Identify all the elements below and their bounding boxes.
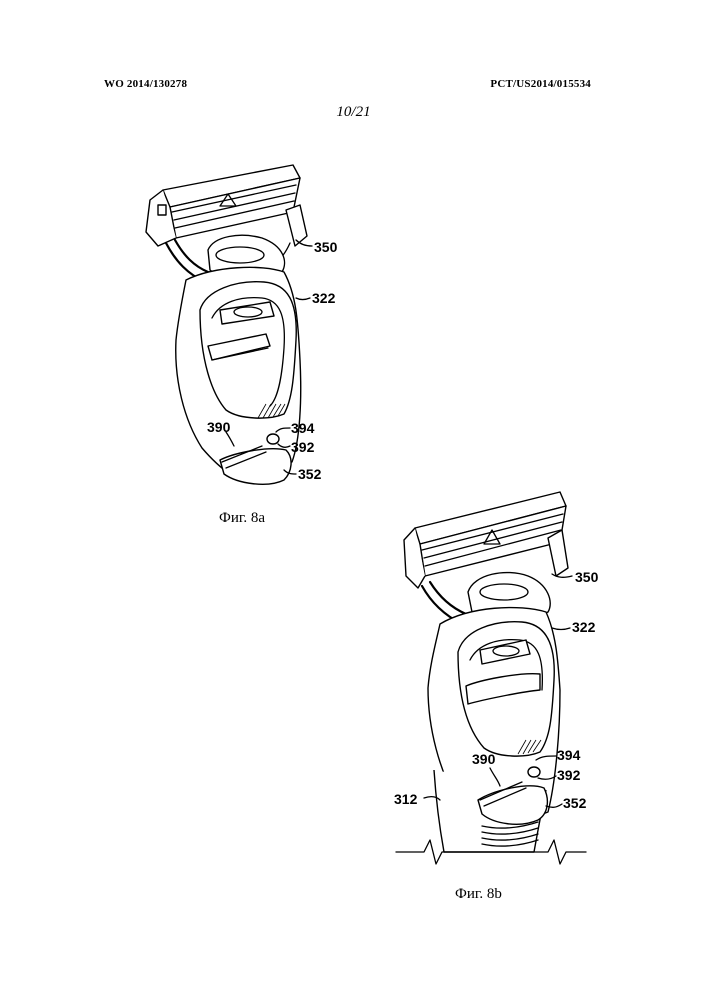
ref-312-b: 312 xyxy=(394,791,418,807)
ref-352-b: 352 xyxy=(563,795,587,811)
ref-352-a: 352 xyxy=(298,466,322,482)
ref-390-b: 390 xyxy=(472,751,496,767)
ref-350-a: 350 xyxy=(314,239,338,255)
ref-350-b: 350 xyxy=(575,569,599,585)
ref-392-a: 392 xyxy=(291,439,315,455)
ref-392-b: 392 xyxy=(557,767,581,783)
figure-8a-razor xyxy=(146,165,307,484)
razor-cartridge xyxy=(146,165,307,246)
ref-394-b: 394 xyxy=(557,747,581,763)
razor-cartridge xyxy=(404,492,568,588)
ref-390-a: 390 xyxy=(207,419,231,435)
caption-fig-8a: Фиг. 8a xyxy=(219,510,265,526)
caption-fig-8b: Фиг. 8b xyxy=(455,886,502,902)
ref-322-b: 322 xyxy=(572,619,596,635)
ref-394-a: 394 xyxy=(291,420,315,436)
ref-322-a: 322 xyxy=(312,290,336,306)
figure-8b-razor xyxy=(396,492,586,864)
